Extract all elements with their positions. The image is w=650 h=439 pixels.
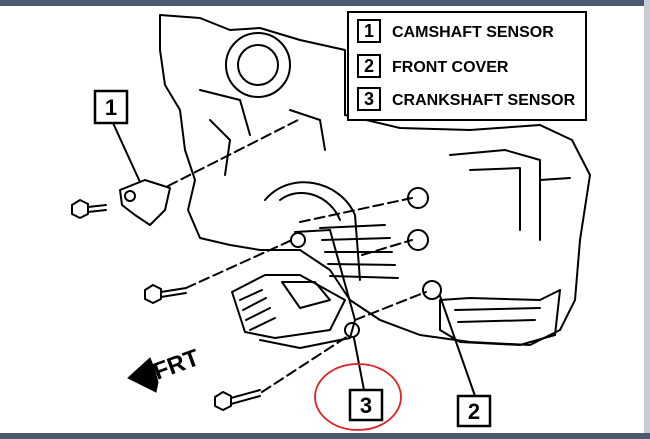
bolt-crank-bracket — [144, 284, 187, 304]
crank-sensor-top-eye — [290, 232, 306, 248]
crank-sensor-ribs — [239, 289, 276, 331]
oil-pan — [439, 289, 561, 346]
crank-sensor-body — [231, 274, 346, 339]
legend-label-crankshaft-sensor: CRANKSHAFT SENSOR — [392, 92, 576, 109]
callout-3: 3 — [314, 363, 402, 431]
leader-line-2 — [439, 295, 476, 397]
water-pump-housing — [225, 32, 291, 98]
window-right-edge — [644, 0, 650, 439]
legend-box: 1 2 3 CAMSHAFT SENSOR FRONT COVER CRANKS… — [347, 11, 587, 121]
legend-num-box-3 — [357, 87, 381, 111]
leader-line-1 — [112, 122, 141, 183]
legend-number-3: 3 — [364, 89, 374, 109]
crank-sensor-bracket — [259, 229, 356, 349]
front-direction-indicator: FRT — [127, 344, 203, 393]
alignment-line-cover — [361, 239, 413, 256]
callout-1: 1 — [93, 89, 129, 125]
callout-number-2: 2 — [468, 399, 480, 424]
bolt-cam-sensor — [71, 199, 107, 219]
block-detail-2 — [199, 89, 326, 176]
legend-number-1: 1 — [364, 21, 374, 41]
alignment-line-pan — [354, 291, 427, 321]
legend-num-box-1 — [357, 19, 381, 43]
crank-sensor-mount-eye — [344, 322, 360, 338]
legend-label-camshaft-sensor: CAMSHAFT SENSOR — [392, 24, 554, 41]
crank-sensor-window — [281, 281, 331, 309]
window-bottom-edge — [0, 433, 650, 439]
callout-2: 2 — [456, 394, 492, 428]
camshaft-sensor-body — [119, 179, 171, 226]
window-top-edge — [0, 0, 650, 6]
frt-label: FRT — [150, 344, 203, 385]
block-detail — [449, 149, 571, 241]
front-cover-ridge-2 — [279, 191, 341, 221]
callout-number-3: 3 — [360, 393, 372, 418]
legend-label-front-cover: FRONT COVER — [392, 59, 509, 76]
alignment-line-lower — [261, 335, 349, 393]
cover-boss-lower — [422, 280, 442, 300]
oil-pan-lines — [454, 307, 541, 323]
alignment-line-cam — [167, 119, 299, 187]
bolt-crank-sensor — [214, 389, 261, 411]
front-cover-ribs — [319, 224, 399, 279]
callout-number-1: 1 — [105, 95, 117, 120]
front-arrow-icon — [127, 357, 159, 393]
red-annotation-circle — [314, 363, 402, 431]
camshaft-sensor-eye — [124, 190, 136, 202]
alignment-line-middle — [185, 239, 293, 289]
water-pump-hub — [237, 44, 279, 86]
legend-number-2: 2 — [364, 56, 374, 76]
cover-boss-middle — [407, 229, 429, 251]
legend-num-box-2 — [357, 54, 381, 78]
alignment-line-upper — [299, 197, 413, 223]
